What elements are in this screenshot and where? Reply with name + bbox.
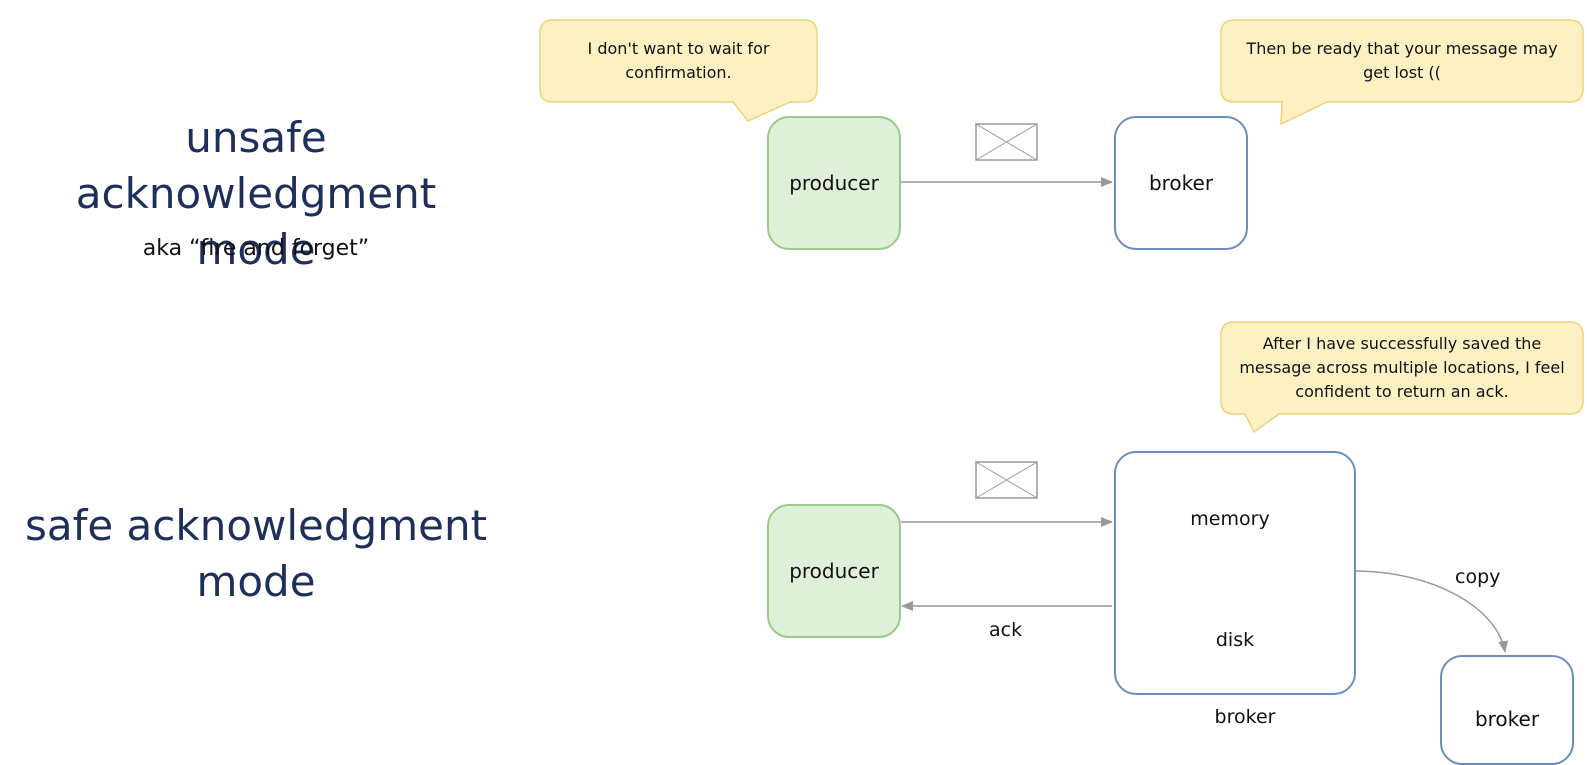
- broker-speech-text: Then be ready that your message may get …: [1246, 39, 1558, 82]
- envelope-icon: [975, 461, 1038, 499]
- safe-mode-title-line2: mode: [196, 557, 316, 606]
- broker-caption: broker: [1214, 706, 1276, 728]
- unsafe-mode-title-line1: unsafe acknowledgment: [75, 113, 437, 218]
- producer-speech-text: I don't want to wait for confirmation.: [587, 39, 770, 82]
- envelope-icon: [975, 123, 1038, 161]
- safe-mode-title-line1: safe acknowledgment: [24, 501, 488, 550]
- unsafe-mode-subtitle: aka “fire and forget”: [142, 236, 370, 261]
- safe-broker-speech-text: After I have successfully saved the mess…: [1239, 334, 1565, 401]
- unsafe-mode-title: unsafe acknowledgment mode: [10, 110, 502, 278]
- copy-arrow: [1354, 570, 1509, 653]
- safe-broker-speech-bubble: [1220, 321, 1584, 434]
- memory-label: memory: [1190, 508, 1270, 530]
- ack-label: ack: [989, 619, 1023, 641]
- replica-broker-label: broker: [1474, 707, 1540, 731]
- copy-label: copy: [1455, 566, 1501, 588]
- producer-node: producer: [767, 504, 901, 638]
- replica-broker-node: broker: [1440, 655, 1574, 765]
- disk-label: disk: [1215, 629, 1255, 651]
- broker-container: [1114, 451, 1356, 695]
- safe-mode-title: safe acknowledgment mode: [10, 498, 502, 610]
- producer-node: producer: [767, 116, 901, 250]
- broker-node: broker: [1114, 116, 1248, 250]
- unsafe-mode-title-line2: mode: [196, 225, 316, 274]
- producer-speech-bubble: [539, 19, 818, 122]
- broker-speech-bubble: [1220, 19, 1584, 126]
